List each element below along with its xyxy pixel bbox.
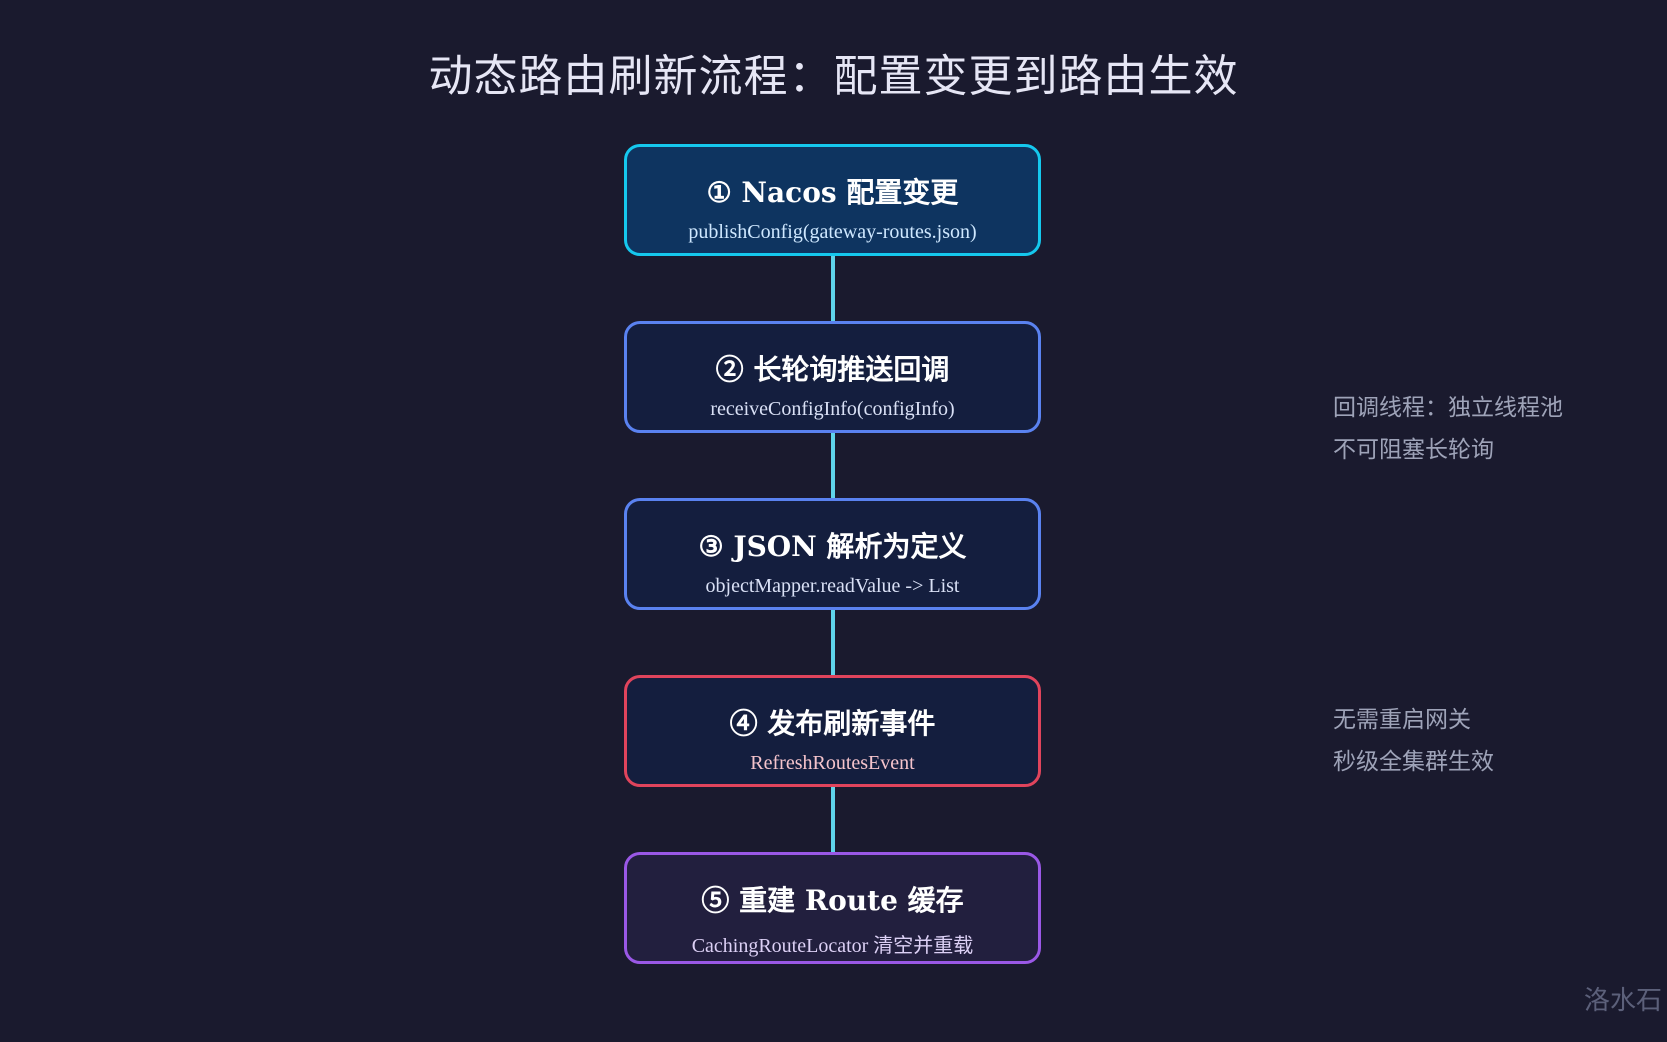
step-title: ③ JSON 解析为定义 xyxy=(698,530,967,563)
side-note-line: 秒级全集群生效 xyxy=(1333,749,1494,775)
step-title: ④ 发布刷新事件 xyxy=(729,707,936,740)
side-note-line: 不可阻塞长轮询 xyxy=(1333,437,1494,463)
diagram-title: 动态路由刷新流程：配置变更到路由生效 xyxy=(428,51,1239,102)
side-note-no-restart: 无需重启网关 秒级全集群生效 xyxy=(1333,699,1494,783)
side-note-line: 无需重启网关 xyxy=(1333,707,1471,733)
watermark-text: 洛水石 xyxy=(1584,986,1663,1016)
step-box-nacos-config-change: ① Nacos 配置变更 publishConfig(gateway-route… xyxy=(624,144,1041,256)
step-box-rebuild-route-cache: ⑤ 重建 Route 缓存 CachingRouteLocator 清空并重载 xyxy=(624,852,1041,964)
step-detail: CachingRouteLocator 清空并重载 xyxy=(691,935,974,957)
step-box-long-polling-callback: ② 长轮询推送回调 receiveConfigInfo(configInfo) xyxy=(624,321,1041,433)
side-note-callback-thread: 回调线程：独立线程池 不可阻塞长轮询 xyxy=(1333,387,1563,471)
connector-3-4 xyxy=(831,610,835,675)
step-detail: publishConfig(gateway-routes.json) xyxy=(688,221,977,243)
connector-4-5 xyxy=(831,787,835,852)
connector-2-3 xyxy=(831,433,835,498)
step-detail: receiveConfigInfo(configInfo) xyxy=(710,398,955,420)
connector-1-2 xyxy=(831,256,835,321)
step-title: ② 长轮询推送回调 xyxy=(715,353,950,386)
step-detail: objectMapper.readValue -> List xyxy=(705,575,960,597)
side-note-line: 回调线程：独立线程池 xyxy=(1333,395,1563,421)
step-box-publish-refresh-event: ④ 发布刷新事件 RefreshRoutesEvent xyxy=(624,675,1041,787)
step-detail: RefreshRoutesEvent xyxy=(750,752,915,774)
step-title: ⑤ 重建 Route 缓存 xyxy=(701,884,964,917)
step-box-json-parse: ③ JSON 解析为定义 objectMapper.readValue -> L… xyxy=(624,498,1041,610)
step-title: ① Nacos 配置变更 xyxy=(706,176,959,209)
